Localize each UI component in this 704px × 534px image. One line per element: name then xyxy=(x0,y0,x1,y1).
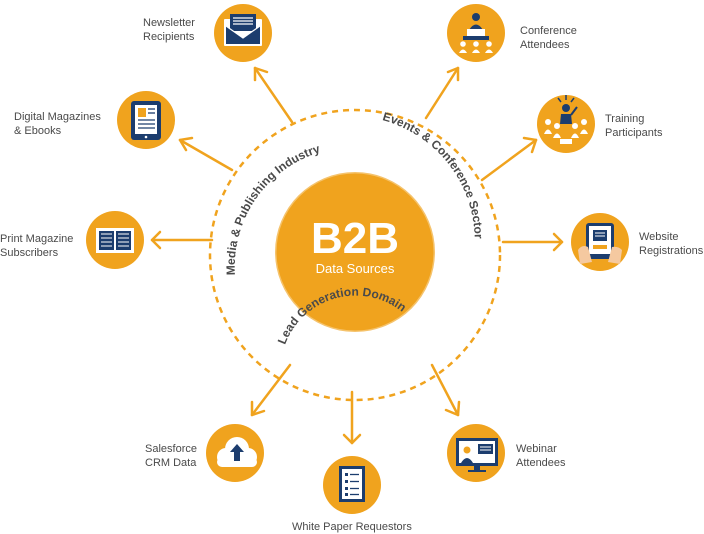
label-newsletter-line1: Newsletter xyxy=(143,17,195,29)
label-training: Training Participants xyxy=(605,112,662,140)
arrow-webinar xyxy=(430,363,461,417)
label-conference: Conference Attendees xyxy=(520,24,577,52)
label-digital-magazines-line2: & Ebooks xyxy=(14,125,62,137)
center-outer-circle xyxy=(275,172,435,332)
label-newsletter: Newsletter Recipients xyxy=(143,16,195,44)
center-ring-highlight xyxy=(273,170,437,334)
arrow-newsletter xyxy=(253,66,294,124)
cloud-upload-icon xyxy=(217,437,257,467)
label-salesforce-line2: CRM Data xyxy=(145,457,197,469)
label-salesforce-line1: Salesforce xyxy=(145,443,197,455)
arrow-conference xyxy=(424,66,460,120)
envelope-icon xyxy=(224,14,262,46)
arrow-white-paper xyxy=(342,390,362,445)
label-newsletter-line2: Recipients xyxy=(143,31,195,43)
label-webinar-line2: Attendees xyxy=(516,457,566,469)
label-webinar-line1: Webinar xyxy=(516,443,557,455)
arrow-salesforce xyxy=(250,363,292,417)
node-print-magazine xyxy=(86,211,144,269)
node-conference xyxy=(447,4,505,62)
arrow-training xyxy=(480,136,538,182)
trainer-audience-icon xyxy=(544,95,588,144)
arrow-print-magazine xyxy=(150,230,214,250)
podium-speaker-icon xyxy=(459,13,493,53)
label-print-magazine-line2: Subscribers xyxy=(0,247,59,259)
node-training xyxy=(537,95,595,153)
node-salesforce xyxy=(206,424,264,482)
center-subtitle: Data Sources xyxy=(316,261,395,276)
label-digital-magazines: Digital Magazines & Ebooks xyxy=(14,110,101,138)
hand-tablet-icon xyxy=(578,223,622,264)
center-title: B2B xyxy=(311,214,399,263)
label-white-paper: White Paper Requestors xyxy=(292,520,412,534)
node-white-paper xyxy=(323,456,381,514)
presenter-monitor-icon xyxy=(456,438,498,472)
label-training-line2: Participants xyxy=(605,127,663,139)
node-newsletter xyxy=(214,4,272,62)
arrow-website xyxy=(501,232,564,252)
dashed-ring xyxy=(208,108,502,402)
label-website-line1: Website xyxy=(639,231,679,243)
label-website-line2: Registrations xyxy=(639,245,704,257)
checklist-document-icon xyxy=(339,466,365,502)
label-training-line1: Training xyxy=(605,113,645,125)
label-print-magazine: Print Magazine Subscribers xyxy=(0,232,73,260)
node-digital-magazines xyxy=(117,91,175,149)
label-print-magazine-line1: Print Magazine xyxy=(0,233,74,245)
arrow-digital-magazines xyxy=(178,136,234,172)
label-digital-magazines-line1: Digital Magazines xyxy=(14,111,101,123)
label-white-paper-line1: White Paper Requestors xyxy=(292,521,412,533)
tablet-icon xyxy=(131,101,161,140)
label-conference-line2: Attendees xyxy=(520,39,570,51)
open-book-icon xyxy=(96,228,134,253)
label-conference-line1: Conference xyxy=(520,25,577,37)
node-website xyxy=(571,213,629,271)
node-webinar xyxy=(447,424,505,482)
center-hub: B2B Data Sources xyxy=(273,170,437,334)
label-salesforce: Salesforce CRM Data xyxy=(145,442,197,470)
label-webinar: Webinar Attendees xyxy=(516,442,566,470)
label-website: Website Registrations xyxy=(639,230,703,258)
